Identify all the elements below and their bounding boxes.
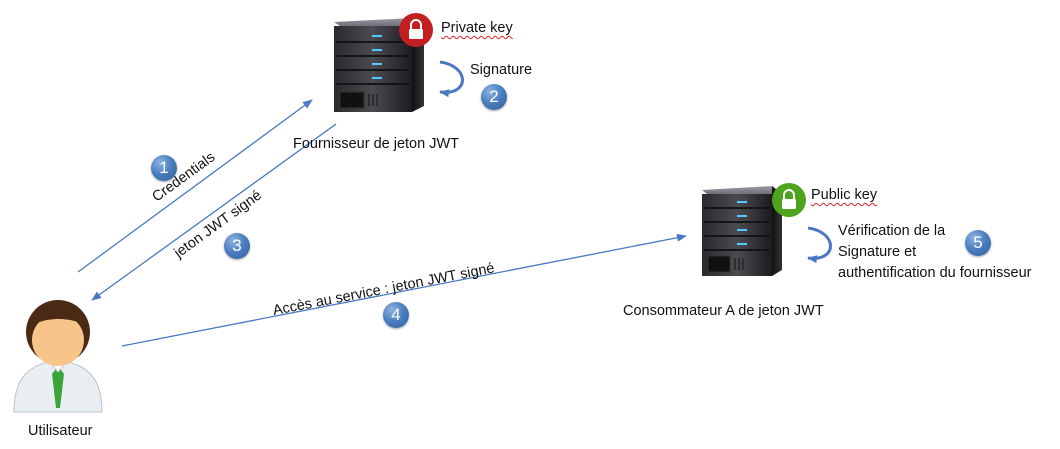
- public-key-lock-icon: [772, 183, 806, 217]
- step-5-badge: 5: [965, 230, 991, 256]
- arrow-credentials: [77, 99, 313, 273]
- arrow-service-access: [121, 233, 687, 347]
- user-avatar-icon: [13, 300, 103, 413]
- signature-label: Signature: [470, 62, 533, 78]
- verification-line-3: authentification du fournisseur: [838, 265, 1032, 281]
- public-key-label: Public key: [811, 187, 878, 203]
- step-4-badge: 4: [383, 302, 409, 328]
- curved-arrow-signature: [439, 60, 464, 98]
- private-key-label: Private key: [441, 20, 513, 36]
- arrow-signed-token: [91, 123, 337, 301]
- consumer-name: Consommateur A de jeton JWT: [623, 303, 824, 319]
- provider-name: Fournisseur de jeton JWT: [293, 136, 460, 152]
- step-3-badge: 3: [224, 233, 250, 259]
- verification-line-2: Signature et: [838, 244, 917, 260]
- step-1-badge: 1: [151, 155, 177, 181]
- private-key-lock-icon: [399, 13, 433, 47]
- verification-line-1: Vérification de la: [838, 223, 946, 239]
- user-name: Utilisateur: [28, 423, 93, 439]
- consumer-server-icon: [702, 186, 782, 276]
- step-2-badge: 2: [481, 84, 507, 110]
- curved-arrow-verification: [807, 226, 832, 264]
